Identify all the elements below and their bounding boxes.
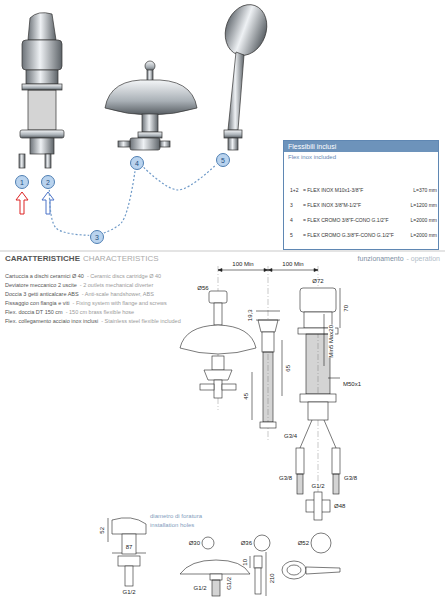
- section-heading: - operation: [407, 255, 440, 263]
- flex-hose: [49, 190, 89, 235]
- dimension: Ø52: [298, 540, 309, 547]
- table-cell: L=2000 mm: [410, 233, 437, 239]
- dimension: 210: [269, 573, 276, 583]
- feature-text: Deviatore meccanico 2 uscite: [5, 282, 77, 288]
- dimension: M50x1: [343, 381, 361, 388]
- dimension: G3/8: [279, 475, 292, 482]
- callout-text: 2: [46, 179, 50, 186]
- callout-number: 2: [41, 175, 55, 189]
- dimension: 100 Min: [282, 261, 303, 268]
- note: diametro di foratura: [150, 513, 202, 520]
- dimension: 70: [343, 305, 350, 312]
- feature-text: - Fixing system with flange and screws: [73, 300, 167, 306]
- feature-text: - Ceramic discs cartridge Ø 40: [87, 273, 161, 279]
- table-cell: = FLEX CROMO G.3/8"F-CONO G.1/2"F: [303, 233, 394, 239]
- dimension: 10: [242, 559, 249, 566]
- table-cell: L=1200 mm: [410, 203, 437, 209]
- feature-text: Doccia 3 getti anticalcare ABS: [5, 291, 79, 297]
- dimension: G3/8: [344, 475, 357, 482]
- callout-text: 4: [135, 160, 139, 167]
- feature-text: - 150 cm brass flexible hose: [66, 309, 134, 315]
- dimension: G1/2: [227, 576, 234, 589]
- dimension: 65: [285, 365, 292, 372]
- flex-hose: [144, 164, 217, 190]
- callout-number: 5: [216, 153, 230, 167]
- feature-text: Flex. collegamento acciaio inox inclusi: [5, 318, 98, 324]
- callout-text: 3: [95, 234, 99, 241]
- callout-number: 4: [130, 156, 144, 170]
- note: installation holes: [150, 522, 194, 529]
- dimension: G3/4: [284, 433, 297, 440]
- dimension: Min5 Max20: [328, 325, 335, 358]
- callout-number: 3: [90, 230, 104, 244]
- panel-subtitle: Flex inox included: [284, 152, 438, 162]
- dimension: 19,3: [247, 309, 254, 321]
- flex-hose: [104, 171, 135, 233]
- table-cell: 4: [290, 218, 293, 224]
- dimension: G1/2: [122, 589, 135, 596]
- panel-header: Flessibili inclusi: [284, 141, 438, 152]
- section-heading: CHARACTERISTICS: [83, 255, 159, 264]
- callout-number: 1: [15, 175, 29, 189]
- dimension: G1/2: [193, 585, 206, 592]
- table-cell: 3: [290, 203, 293, 209]
- callout-text: 1: [20, 179, 24, 186]
- feature-text: Fissaggio con flangia e viti: [5, 300, 70, 306]
- dimension: Ø72: [312, 278, 323, 285]
- section-heading: funzionamento: [358, 255, 404, 263]
- feature-text: Flex. doccia DT 150 cm: [5, 309, 63, 315]
- section-heading: CARATTERISTICHE: [5, 255, 80, 264]
- table-cell: 5: [290, 233, 293, 239]
- table-cell: = FLEX INOX 3/8"M-1/2"F: [303, 203, 361, 209]
- dimension: G1/2: [311, 483, 324, 490]
- feature-text: - Stainless steel flexible included: [101, 318, 181, 324]
- dimension: Ø30: [189, 540, 200, 547]
- dimension: 87: [126, 544, 133, 551]
- callout-text: 5: [221, 157, 225, 164]
- dimension: 52: [99, 527, 106, 534]
- table-cell: L=370 mm: [413, 188, 437, 194]
- feature-text: Cartuccia a dischi ceramici Ø 40: [5, 273, 84, 279]
- dimension: Ø36: [241, 540, 252, 547]
- table-cell: = FLEX INOX M10x1-3/8"F: [303, 188, 363, 194]
- dimension: 100 Min: [232, 261, 253, 268]
- dimension: Ø48: [334, 503, 345, 510]
- feature-text: - 2 outlets mechanical diverter: [80, 282, 153, 288]
- panel-title: Flessibili inclusi: [288, 143, 434, 150]
- table-cell: L=2000 mm: [410, 218, 437, 224]
- dimension: Ø56: [197, 285, 208, 292]
- table-cell: = FLEX CROMO 3/8"F-CONO G.1/2"F: [303, 218, 389, 224]
- dimension: 45: [243, 393, 250, 400]
- table-cell: 1+2: [290, 188, 298, 194]
- feature-text: - Anti-scale handshower, ABS: [82, 291, 154, 297]
